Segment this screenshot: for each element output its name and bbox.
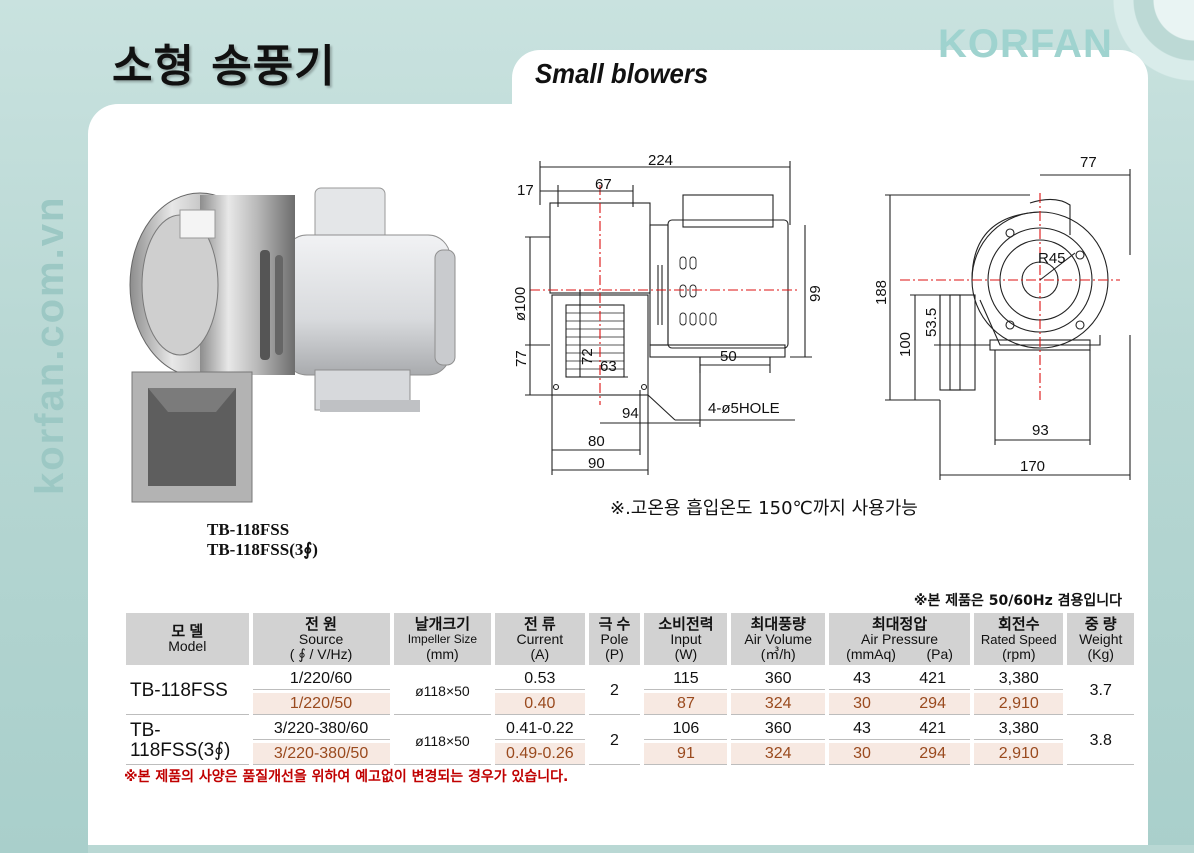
spec-table: 모 델 Model 전 원 Source ( ∮ / V/Hz) 날개크기 Im… bbox=[122, 610, 1138, 768]
dim-77-right: 77 bbox=[1080, 154, 1097, 171]
header-current: 전 류 Current (A) bbox=[495, 613, 585, 665]
title-tab bbox=[512, 50, 1148, 110]
row-source-60: 1/220/60 bbox=[252, 668, 390, 690]
row-current-60: 0.53 bbox=[495, 668, 585, 690]
row-impeller: ø118×50 bbox=[393, 668, 492, 715]
dim-phi100: ø100 bbox=[512, 287, 529, 321]
dim-80: 80 bbox=[588, 433, 605, 450]
row-impeller: ø118×50 bbox=[393, 718, 492, 765]
row-weight: 3.7 bbox=[1067, 668, 1134, 715]
row-source-50: 3/220-380/50 bbox=[252, 743, 390, 765]
row-rpm-60: 3,380 bbox=[974, 668, 1064, 690]
header-pressure: 최대정압 Air Pressure (mmAq)(Pa) bbox=[828, 613, 971, 665]
spec-header-row: 모 델 Model 전 원 Source ( ∮ / V/Hz) 날개크기 Im… bbox=[126, 613, 1134, 665]
row-pole: 2 bbox=[588, 668, 641, 715]
disclaimer-note: ※본 제품의 사양은 품질개선을 위하여 예고없이 변경되는 경우가 있습니다. bbox=[124, 769, 569, 785]
dim-53-5: 53.5 bbox=[923, 308, 940, 337]
table-row: TB-118FSS 1/220/60 ø118×50 0.53 2 115 36… bbox=[126, 668, 1134, 715]
row-volume-60: 360 bbox=[731, 718, 825, 740]
row-model: TB-118FSS bbox=[126, 668, 249, 715]
bottom-strip bbox=[88, 845, 1194, 853]
row-source-60: 3/220-380/60 bbox=[252, 718, 390, 740]
row-rpm-50: 2,910 bbox=[974, 693, 1064, 715]
dim-99: 99 bbox=[807, 285, 824, 302]
row-input-50: 87 bbox=[644, 693, 728, 715]
page-title-korean: 소형 송풍기 bbox=[112, 41, 336, 92]
caption-line-1: TB-118FSS bbox=[207, 520, 290, 539]
header-speed: 회전수 Rated Speed (rpm) bbox=[974, 613, 1064, 665]
row-current-50: 0.40 bbox=[495, 693, 585, 715]
dim-77-left: 77 bbox=[513, 350, 530, 367]
dim-188: 188 bbox=[873, 280, 890, 305]
dim-67: 67 bbox=[595, 176, 612, 193]
row-current-60: 0.41-0.22 bbox=[495, 718, 585, 740]
header-model: 모 델 Model bbox=[126, 613, 249, 665]
header-pole: 극 수 Pole (P) bbox=[588, 613, 641, 665]
row-model: TB-118FSS(3∮) bbox=[126, 718, 249, 765]
header-source: 전 원 Source ( ∮ / V/Hz) bbox=[252, 613, 390, 665]
dim-50: 50 bbox=[720, 348, 737, 365]
row-volume-50: 324 bbox=[731, 743, 825, 765]
dim-100-right: 100 bbox=[897, 332, 914, 357]
dim-90: 90 bbox=[588, 455, 605, 472]
caption-line-2: TB-118FSS(3∮) bbox=[207, 540, 318, 559]
row-volume-60: 360 bbox=[731, 668, 825, 690]
page-title-english: Small blowers bbox=[535, 58, 709, 89]
row-source-50: 1/220/50 bbox=[252, 693, 390, 715]
dim-224: 224 bbox=[648, 152, 673, 169]
technical-drawing: 224 17 67 ø100 99 77 72 63 50 94 4-ø5HOL… bbox=[512, 152, 1131, 480]
product-caption: TB-118FSS TB-118FSS(3∮) bbox=[207, 520, 318, 560]
row-input-60: 115 bbox=[644, 668, 728, 690]
dim-17: 17 bbox=[517, 182, 534, 199]
row-current-50: 0.49-0.26 bbox=[495, 743, 585, 765]
row-rpm-60: 3,380 bbox=[974, 718, 1064, 740]
row-weight: 3.8 bbox=[1067, 718, 1134, 765]
row-rpm-50: 2,910 bbox=[974, 743, 1064, 765]
row-input-60: 106 bbox=[644, 718, 728, 740]
row-input-50: 91 bbox=[644, 743, 728, 765]
frequency-note: ※본 제품은 50/60Hz 겸용입니다 bbox=[913, 593, 1122, 609]
dim-hole: 4-ø5HOLE bbox=[708, 400, 780, 417]
dim-170: 170 bbox=[1020, 458, 1045, 475]
product-photo bbox=[129, 187, 456, 503]
dim-94: 94 bbox=[622, 405, 639, 422]
header-weight: 중 량 Weight (Kg) bbox=[1067, 613, 1134, 665]
dim-r45-label: R45 bbox=[1038, 250, 1066, 267]
dim-93: 93 bbox=[1032, 422, 1049, 439]
table-row: TB-118FSS(3∮) 3/220-380/60 ø118×50 0.41-… bbox=[126, 718, 1134, 765]
temperature-note: ※.고온용 흡입온도 150℃까지 사용가능 bbox=[610, 498, 918, 519]
brand-logo: KORFAN bbox=[938, 22, 1113, 66]
header-input: 소비전력 Input (W) bbox=[644, 613, 728, 665]
dim-63: 63 bbox=[600, 358, 617, 375]
header-impeller: 날개크기 Impeller Size (mm) bbox=[393, 613, 492, 665]
dim-72: 72 bbox=[579, 348, 596, 365]
header-volume: 최대풍량 Air Volume (㎥/h) bbox=[731, 613, 825, 665]
row-volume-50: 324 bbox=[731, 693, 825, 715]
side-url-watermark: korfan.com.vn bbox=[28, 195, 72, 495]
row-pole: 2 bbox=[588, 718, 641, 765]
